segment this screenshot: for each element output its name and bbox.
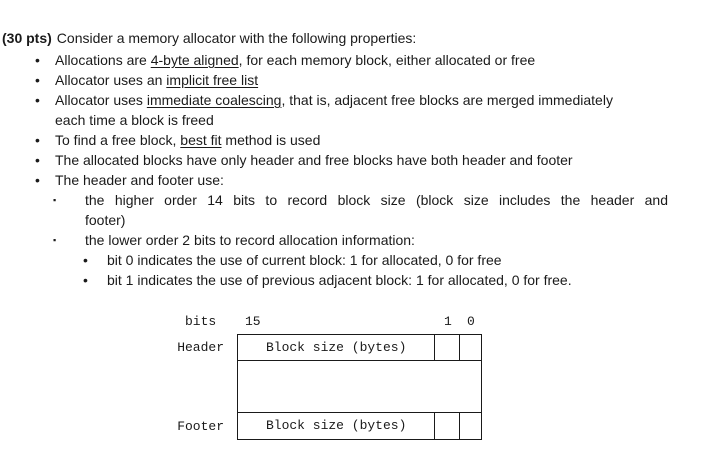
sub-bullet-line-justified: the higher order 14 bits to record block… xyxy=(85,192,668,208)
sub-bullet-text: the lower order 2 bits to record allocat… xyxy=(85,232,415,248)
bullet-text: Allocator uses an implicit free list xyxy=(55,70,258,90)
diagram-header-size-cell: Block size (bytes) xyxy=(265,339,407,355)
bullet-disc-icon: • xyxy=(83,252,88,268)
block-structure-diagram: bits 15 1 0 Header Footer Block size (by… xyxy=(0,314,701,454)
bullet-segment: Allocator uses xyxy=(55,92,147,108)
bullet-underlined-phrase: implicit free list xyxy=(166,72,259,88)
question-intro: (30 pts)Consider a memory allocator with… xyxy=(0,28,701,48)
diagram-header-row-label: Header xyxy=(177,340,224,355)
bullet-line-continuation: each time a block is freed xyxy=(55,112,214,128)
diagram-footer-row: Block size (bytes) xyxy=(238,413,481,439)
bullet-square-icon: ▪ xyxy=(53,195,57,205)
diagram-footer-size-cell: Block size (bytes) xyxy=(265,418,407,433)
bullet-text: Allocator uses immediate coalescing, tha… xyxy=(55,90,613,130)
bullet-disc-icon: • xyxy=(35,72,40,88)
bullet-item-best-fit: • To find a free block, best fit method … xyxy=(0,130,701,150)
bullet-disc-icon: • xyxy=(35,172,40,188)
bullet-underlined-phrase: 4-byte aligned xyxy=(150,52,239,68)
diagram-bit15-label: 15 xyxy=(245,314,261,329)
bullet-item-header-footer-use: • The header and footer use: xyxy=(0,170,701,190)
bullet-segment: , for each memory block, either allocate… xyxy=(238,52,536,68)
sub-sub-bullet-text: bit 0 indicates the use of current block… xyxy=(107,252,502,268)
bullet-segment: , that is, adjacent free blocks are merg… xyxy=(281,92,613,108)
bullet-text: Allocations are 4-byte aligned, for each… xyxy=(55,50,535,70)
diagram-footer-row-label: Footer xyxy=(177,419,224,434)
bullet-disc-icon: • xyxy=(35,52,40,68)
sub-bullet-item-alloc-bits: ▪ the lower order 2 bits to record alloc… xyxy=(0,230,701,250)
bullet-square-icon: ▪ xyxy=(53,235,57,245)
question-intro-text: Consider a memory allocator with the fol… xyxy=(56,30,417,46)
diagram-header-row: Block size (bytes) xyxy=(238,335,481,361)
bullet-text: To find a free block, best fit method is… xyxy=(55,130,320,150)
bullet-underlined-phrase: immediate coalescing xyxy=(146,92,282,108)
bullet-disc-icon: • xyxy=(35,152,40,168)
diagram-bit1-label: 1 xyxy=(444,314,452,329)
diagram-payload-area xyxy=(238,361,481,413)
bullet-item-header-footer-rule: • The allocated blocks have only header … xyxy=(0,150,701,170)
bullet-item-coalescing: • Allocator uses immediate coalescing, t… xyxy=(0,90,701,130)
bullet-segment: Allocator uses an xyxy=(55,72,167,88)
bullet-text: The header and footer use: xyxy=(55,172,224,188)
sub-bullet-text: the higher order 14 bits to record block… xyxy=(85,190,668,230)
bullet-text: The allocated blocks have only header an… xyxy=(55,152,573,168)
bullet-disc-icon: • xyxy=(35,132,40,148)
sub-sub-bullet-item-bit0: • bit 0 indicates the use of current blo… xyxy=(0,250,701,270)
bullet-underlined-phrase: best fit xyxy=(180,132,222,148)
bullet-item-alignment: • Allocations are 4-byte aligned, for ea… xyxy=(0,50,701,70)
bullet-line: Allocator uses immediate coalescing, tha… xyxy=(55,90,613,110)
question-points: (30 pts) xyxy=(2,30,52,46)
sub-bullet-item-size-bits: ▪ the higher order 14 bits to record blo… xyxy=(0,190,701,230)
sub-sub-bullet-item-bit1: • bit 1 indicates the use of previous ad… xyxy=(0,270,701,290)
diagram-footer-bit0-cell xyxy=(459,413,481,439)
bullet-segment: method is used xyxy=(221,132,321,148)
diagram-footer-bit1-cell xyxy=(434,413,459,439)
bullet-item-free-list: • Allocator uses an implicit free list xyxy=(0,70,701,90)
diagram-bit0-label: 0 xyxy=(467,314,475,329)
diagram-header-bit0-cell xyxy=(459,335,481,360)
diagram-block-box: Block size (bytes) Block size (bytes) xyxy=(237,334,482,440)
bullet-segment: To find a free block, xyxy=(55,132,181,148)
bullet-segment: Allocations are xyxy=(55,52,151,68)
question-text-block: (30 pts)Consider a memory allocator with… xyxy=(0,28,701,290)
bullet-disc-icon: • xyxy=(83,272,88,288)
sub-bullet-line-continuation: footer) xyxy=(85,212,126,228)
sub-sub-bullet-text: bit 1 indicates the use of previous adja… xyxy=(107,272,572,288)
diagram-bits-label: bits xyxy=(185,314,217,329)
bullet-disc-icon: • xyxy=(35,92,40,108)
diagram-header-bit1-cell xyxy=(434,335,459,360)
